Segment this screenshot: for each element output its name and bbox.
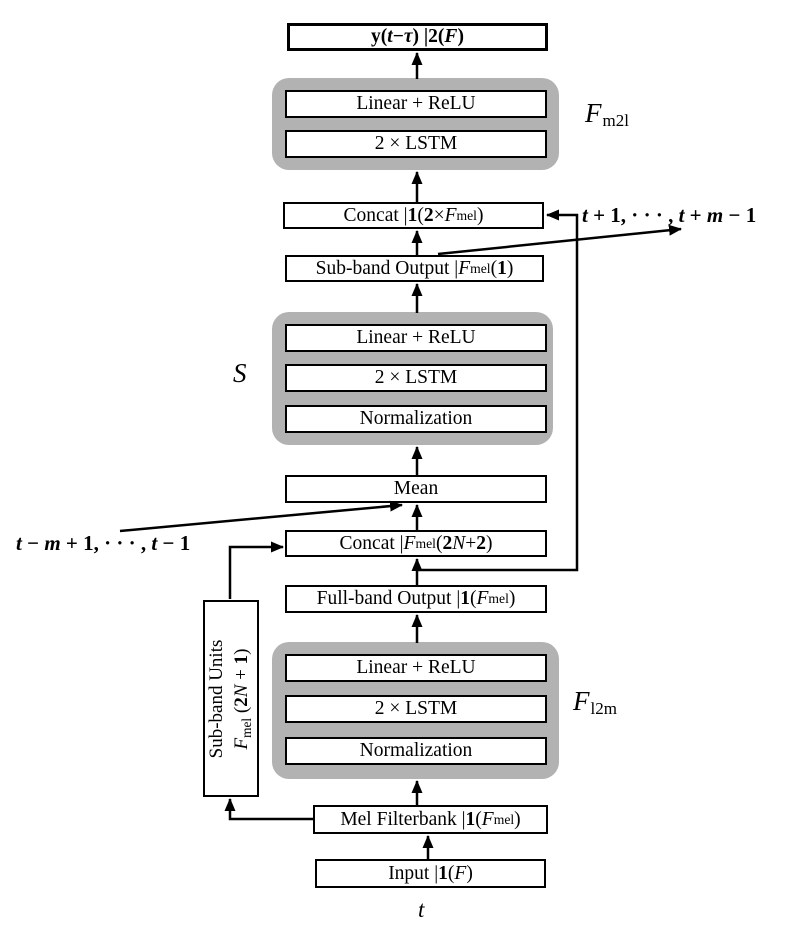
s-lstm-box: 2 × LSTM	[285, 364, 547, 392]
m2l-linear-relu-box: Linear + ReLU	[285, 90, 547, 118]
l2m-linear-relu-box: Linear + ReLU	[285, 654, 547, 682]
arrow-subband-units-to-concat-mid	[228, 541, 284, 599]
f-m2l-label: Fm2l	[585, 98, 629, 131]
arrow-past-frames-to-mean	[119, 500, 403, 533]
future-frames-annotation: t + 1, · · · , t + m − 1	[582, 203, 757, 227]
time-index-annotation: t	[418, 897, 425, 922]
f-m2l-label-main: F	[585, 98, 602, 128]
subband-units-label: Sub-band Units Fmel (2N + 1)	[204, 604, 258, 794]
subband-units-line1: Sub-band Units	[205, 639, 227, 758]
s-label-main: S	[233, 358, 247, 388]
subband-units-box: Sub-band Units Fmel (2N + 1)	[203, 600, 259, 797]
f-l2m-label: Fl2m	[573, 686, 617, 719]
input-box: Input | 1 (F)	[315, 859, 546, 888]
arrow-mel-to-subband-units	[224, 798, 313, 821]
arrow-sbout-to-future-frames	[437, 224, 682, 256]
f-l2m-label-sub: l2m	[590, 699, 617, 719]
s-label: S	[233, 360, 247, 387]
s-normalization-box: Normalization	[285, 405, 547, 433]
l2m-normalization-box: Normalization	[285, 737, 547, 765]
subband-units-line2: Fmel (2N + 1)	[230, 648, 254, 749]
s-linear-relu-box: Linear + ReLU	[285, 324, 547, 352]
past-frames-annotation: t − m + 1, · · · , t − 1	[16, 531, 191, 555]
mean-box: Mean	[285, 475, 547, 503]
f-m2l-label-sub: m2l	[602, 111, 629, 131]
l2m-lstm-box: 2 × LSTM	[285, 695, 547, 723]
output-box: y(t − τ) | 2 (F)	[287, 23, 548, 51]
f-l2m-label-main: F	[573, 686, 590, 716]
m2l-lstm-box: 2 × LSTM	[285, 130, 547, 158]
